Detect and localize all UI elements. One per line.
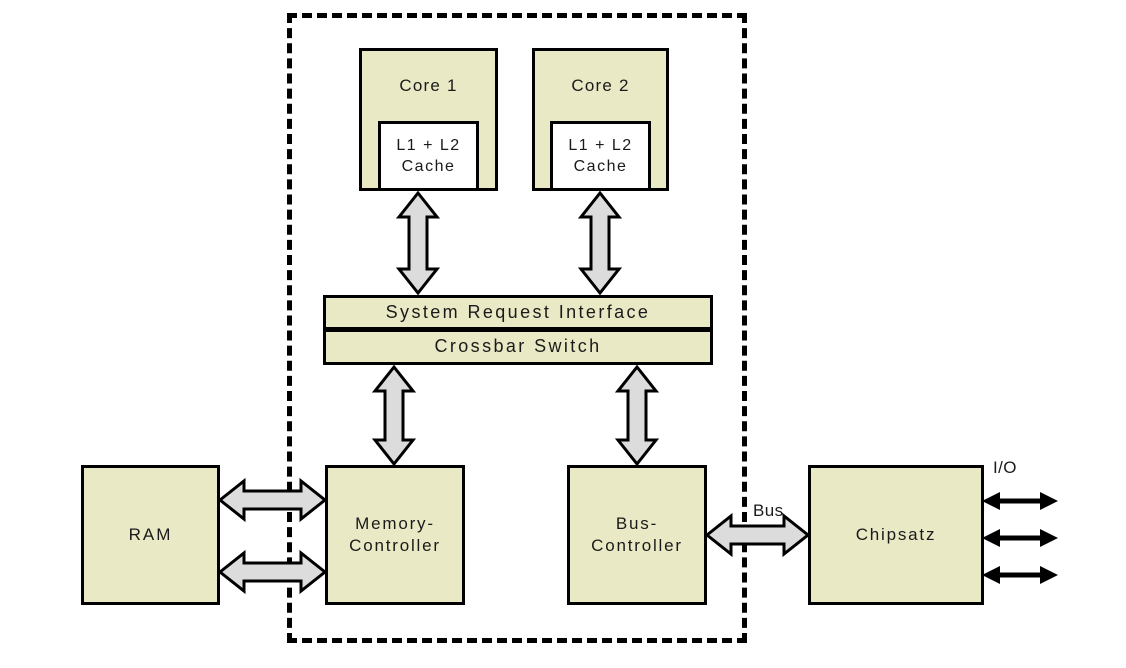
core-1-label: Core 1: [399, 76, 458, 95]
crossbar-switch-label: Crossbar Switch: [434, 336, 602, 357]
chipset-io-arrow-2: [982, 529, 1058, 547]
core-1-to-sri-arrow: [395, 190, 441, 296]
memory-controller-label: Memory- Controller: [349, 513, 441, 555]
ram-label: RAM: [128, 524, 173, 544]
io-connection-label: I/O: [993, 458, 1017, 477]
crossbar-to-memory-controller-arrow: [371, 364, 417, 467]
ram-to-memory-controller-upper-arrow: [217, 477, 328, 523]
system-request-interface-block: System Request Interface: [323, 295, 713, 330]
bus-controller-block: Bus- Controller: [567, 465, 707, 605]
bus-connection-label: Bus: [753, 501, 784, 520]
system-request-interface-label: System Request Interface: [385, 301, 651, 322]
chipset-block: Chipsatz: [808, 465, 984, 605]
memory-controller-block: Memory- Controller: [325, 465, 465, 605]
chipset-io-arrow-3: [982, 566, 1058, 584]
ram-block: RAM: [81, 465, 220, 605]
chipset-label: Chipsatz: [855, 524, 937, 544]
core-2-cache-block: L1 + L2 Cache: [550, 121, 651, 191]
chipset-io-arrow-1: [982, 492, 1058, 510]
core-2-cache-label: L1 + L2 Cache: [568, 136, 633, 175]
ram-to-memory-controller-lower-arrow: [217, 549, 328, 595]
crossbar-switch-block: Crossbar Switch: [323, 329, 713, 365]
core-1-cache-label: L1 + L2 Cache: [396, 136, 461, 175]
core-2-to-sri-arrow: [577, 190, 623, 296]
core-2-label: Core 2: [571, 76, 630, 95]
bus-controller-label: Bus- Controller: [591, 513, 683, 555]
core-1-cache-block: L1 + L2 Cache: [378, 121, 479, 191]
crossbar-to-bus-controller-arrow: [614, 364, 660, 467]
